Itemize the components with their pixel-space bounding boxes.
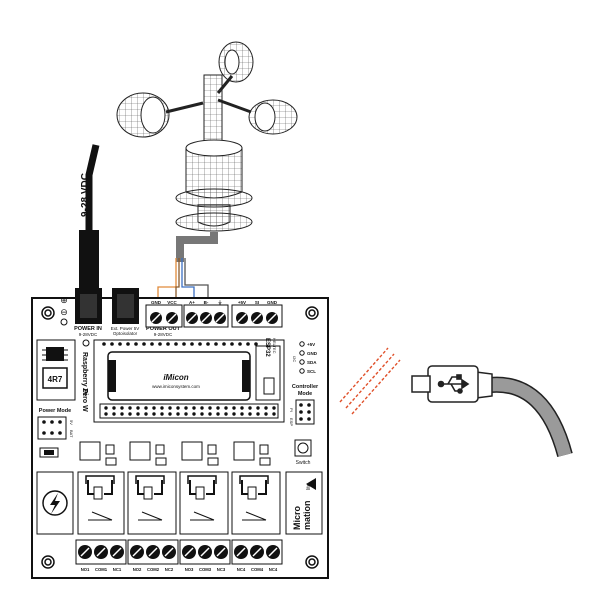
pi-header-bottom (104, 406, 276, 416)
relay-4 (231, 471, 281, 535)
terminal-label-gnd: GND (151, 300, 162, 305)
terminal-label-gnd2: GND (267, 300, 278, 305)
i2c-pin-scl: SCL (307, 369, 316, 374)
lightning-icon (36, 471, 74, 535)
i2c-pin-5v: +5V (307, 342, 315, 347)
controller-mode-label-1: Controller (292, 384, 319, 390)
relay-terminal-blocks: NO1 COM1 NC1 NO2 COM2 NC2 NO3 COM3 NC3 N… (75, 539, 283, 572)
switch-label: Switch (296, 460, 311, 466)
relay-term-com2: COM2 (147, 567, 160, 572)
ext-power-label: Ext. Power 5V (111, 326, 140, 331)
terminal-label-ground: ⏚ (218, 299, 223, 306)
power-mode-label: Power Mode (39, 408, 71, 414)
regulator-block: 4R7 (36, 339, 76, 401)
switch-button[interactable]: Switch (294, 439, 312, 466)
relay-term-com1: COM1 (95, 567, 108, 572)
svg-text:⊕: ⊕ (60, 295, 68, 305)
power-mode-bat: BAT (69, 430, 74, 438)
controller-mode-pi: PI (289, 408, 294, 412)
pi-header-top (102, 342, 258, 346)
relay-term-com3: COM3 (199, 567, 212, 572)
top-terminal-blocks: GND VCC A+ B- ⏚ +5V SI GND (145, 299, 283, 328)
controller-mode-label-2: Mode (298, 391, 312, 397)
power-out-label: POWER OUT (146, 326, 181, 332)
terminal-label-b: B- (204, 300, 209, 305)
esp-sub: HELTEC (272, 338, 277, 354)
mounting-holes (41, 306, 319, 569)
terminal-label-a: A+ (189, 300, 195, 305)
usb-icon (437, 374, 470, 394)
imicon-brand: iMicon (163, 373, 188, 382)
power-cable: 9-28 VDC (79, 144, 100, 288)
relay-1 (77, 471, 125, 535)
raspberry-pi-label: Raspberry Pi Zero W (81, 339, 90, 412)
power-mode-jumper[interactable]: Power Mode 5V BAT (37, 408, 74, 458)
i2c-header: I2C +5V GND SDA SCL (292, 341, 318, 374)
pi-module: iMicon www.imiconsystem.com ESP32 HELTEC (93, 338, 285, 423)
i2c-pin-gnd: GND (307, 351, 318, 356)
brand-line1: Micro (292, 505, 302, 530)
power-out-range: 9-28VDC (154, 332, 173, 337)
cable-voltage-label: 9-28 VDC (80, 173, 91, 217)
relays (77, 471, 281, 535)
relay-term-no2: NO2 (133, 567, 142, 572)
relay-term-nc4a: NC4 (237, 567, 246, 572)
relay-term-nc2: NC2 (165, 567, 174, 572)
pi-label-1: Raspberry Pi (81, 352, 88, 395)
power-in-label: POWER IN (74, 326, 102, 332)
relay-term-no3: NO3 (185, 567, 194, 572)
brand-tag: lite (306, 483, 312, 490)
anemometer-icon (116, 41, 298, 232)
controller-mode-jumper[interactable]: Controller Mode PI ESP (289, 384, 319, 426)
relay-term-com4: COM4 (251, 567, 264, 572)
esp-label: ESP32 (264, 338, 270, 357)
terminal-label-5v: +5V (238, 300, 246, 305)
optocouplers (79, 441, 271, 466)
controller-mode-esp: ESP (289, 418, 294, 426)
terminal-label-si: SI (255, 300, 259, 305)
power-jacks: ⊕ ⊖ POWER IN 9-28VDC Ext. Power 5V Optoi… (60, 288, 181, 337)
sensor-cable (157, 232, 218, 300)
relay-term-nc4: NC4 (269, 567, 278, 572)
relay-3 (179, 471, 229, 535)
power-in-range: 9-28VDC (79, 332, 98, 337)
i2c-tag: I2C (292, 356, 297, 362)
wireless-signal (339, 347, 401, 415)
imicon-url: www.imiconsystem.com (152, 384, 200, 389)
i2c-pin-sda: SDA (307, 360, 317, 365)
micromation-logo-icon: Micro mation lite (285, 471, 323, 535)
relay-term-no1: NO1 (81, 567, 90, 572)
pi-label-2: Zero W (81, 388, 88, 412)
power-mode-5v: 5V (69, 420, 74, 425)
inductor-label: 4R7 (48, 375, 63, 384)
relay-2 (127, 471, 177, 535)
usb-cable (411, 365, 573, 458)
control-board: ⊕ ⊖ POWER IN 9-28VDC Ext. Power 5V Optoi… (31, 288, 329, 579)
svg-text:⊖: ⊖ (60, 307, 68, 317)
relay-term-nc1: NC1 (113, 567, 122, 572)
terminal-label-vcc: VCC (167, 300, 177, 305)
brand-line2: mation (302, 500, 312, 530)
relay-term-nc3: NC3 (217, 567, 226, 572)
ext-power-sub: Optoisolator (113, 331, 138, 336)
